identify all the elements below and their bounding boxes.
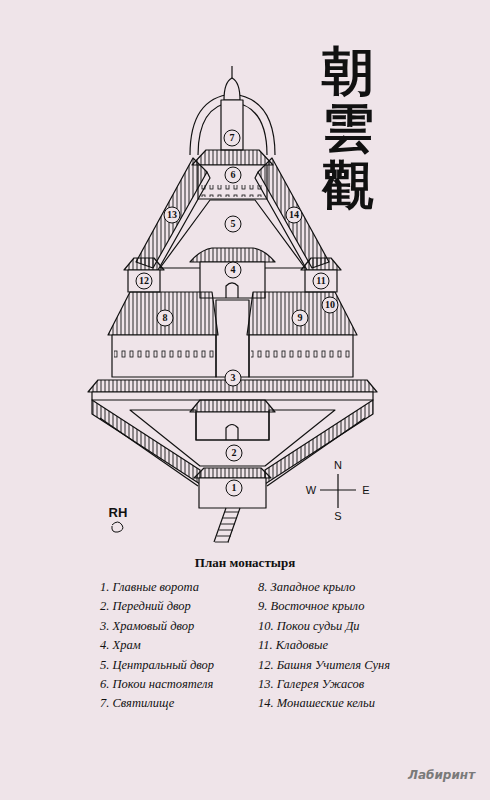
legend-item: 13. Галерея Ужасов: [258, 677, 364, 692]
callout-number: 3: [231, 373, 236, 383]
legend-item: 5. Центральный двор: [100, 658, 214, 673]
legend-item: 14. Монашеские кельи: [258, 696, 375, 711]
chinese-title: 朝雲觀: [322, 42, 374, 214]
callout-number: 6: [231, 170, 236, 180]
callout-number: 7: [230, 133, 235, 143]
callout-number: 12: [139, 276, 149, 286]
legend-item: 9. Восточное крыло: [258, 599, 364, 614]
monogram: RH: [109, 506, 128, 519]
legend-item: 6. Покои настоятеля: [100, 677, 213, 692]
legend-item: 2. Передний двор: [100, 599, 191, 614]
callout-number: 4: [231, 265, 236, 275]
callout-number: 1: [232, 483, 237, 493]
watermark: Лабиринт: [408, 768, 475, 782]
compass-letter: N: [334, 460, 342, 471]
legend-item: 12. Башня Учителя Суня: [258, 658, 390, 673]
callout-number: 14: [289, 210, 299, 220]
callout-number: 5: [231, 219, 236, 229]
compass-letter: E: [362, 485, 369, 496]
legend-item: 7. Святилище: [100, 696, 174, 711]
plan-title: План монастыря: [0, 555, 490, 571]
callout-number: 11: [316, 276, 325, 286]
legend-item: 4. Храм: [100, 638, 141, 653]
callout-number: 8: [163, 313, 168, 323]
callout-number: 13: [167, 210, 177, 220]
legend-item: 11. Кладовые: [258, 638, 328, 653]
callout-number: 9: [298, 313, 303, 323]
legend-item: 1. Главные ворота: [100, 580, 199, 595]
compass-letter: S: [334, 511, 341, 522]
callout-number: 2: [232, 448, 237, 458]
legend-item: 10. Покои судьи Ди: [258, 619, 360, 634]
callout-number: 10: [325, 300, 335, 310]
legend-item: 3. Храмовый двор: [100, 619, 194, 634]
legend-item: 8. Западное крыло: [258, 580, 355, 595]
compass-letter: W: [306, 485, 316, 496]
